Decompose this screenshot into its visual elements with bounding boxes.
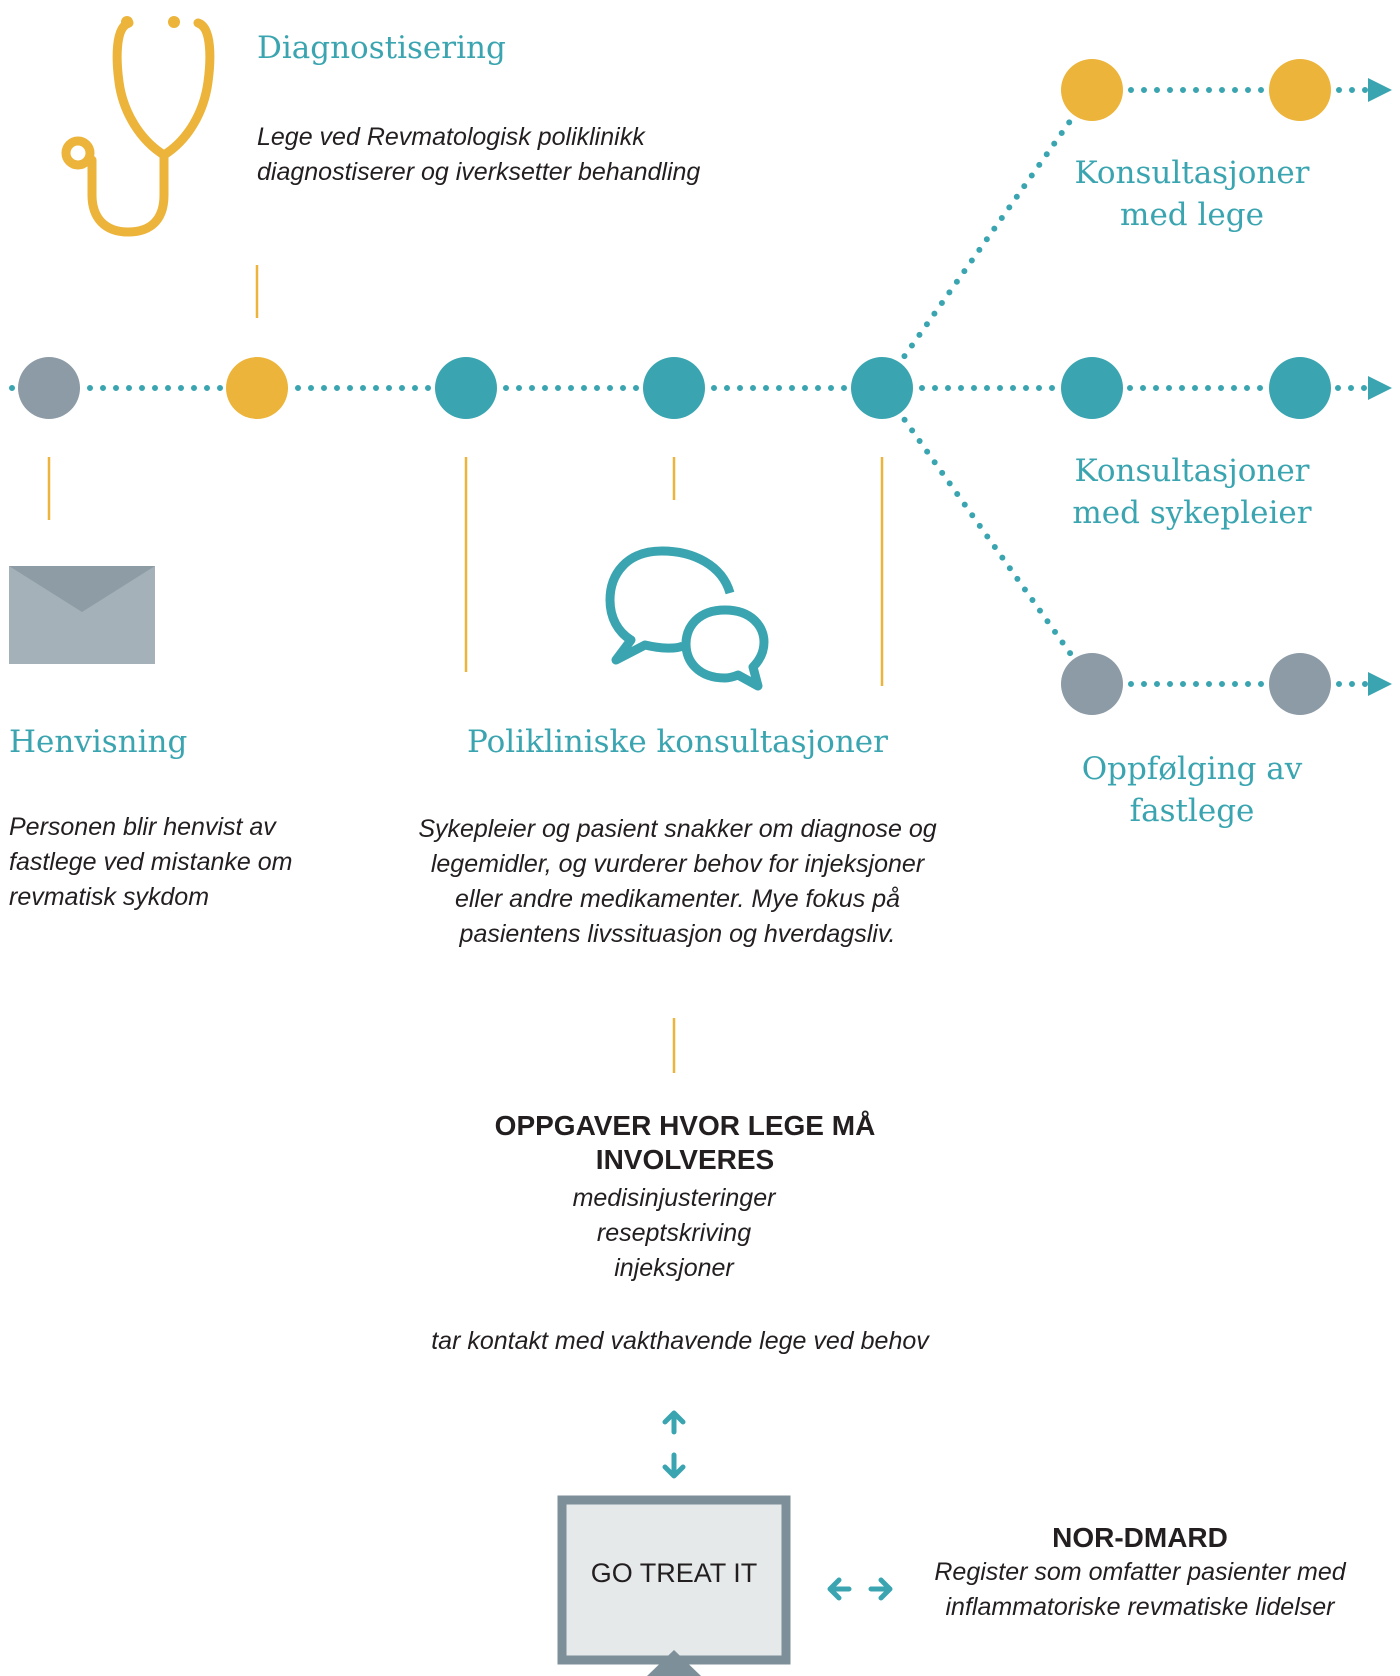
node-referral — [18, 357, 80, 419]
vertical-double-arrow-icon — [662, 1410, 686, 1479]
monitor-screen-label: GO TREAT IT — [590, 1558, 758, 1588]
doctor-tasks-item: reseptskriving — [596, 1219, 752, 1247]
arrowhead-nurse — [1368, 376, 1392, 400]
branch-label-gp: Oppfølging av fastlege — [1081, 751, 1303, 829]
branch-label-doctor: Konsultasjoner med lege — [1074, 155, 1310, 233]
doctor-tasks-heading: OPPGAVER HVOR LEGE MÅ INVOLVERES — [494, 1110, 876, 1175]
stethoscope-earpiece-right-icon — [168, 16, 180, 28]
branch-line-doctor — [879, 87, 1095, 391]
node-gp-1 — [1061, 653, 1123, 715]
diagnosis-description: Lege ved Revmatologisk poliklinikk diagn… — [257, 123, 701, 186]
referral-description: Personen blir henvist av fastlege ved mi… — [9, 813, 293, 911]
stethoscope-icon — [61, 18, 215, 237]
registry-title: NOR-DMARD — [1052, 1522, 1228, 1553]
registry-description: Register som omfatter pasienter med infl… — [934, 1558, 1346, 1621]
doctor-contact-note: tar kontakt med vakthavende lege ved beh… — [431, 1327, 929, 1355]
node-consultation-2 — [643, 357, 705, 419]
branch-label-nurse: Konsultasjoner med sykepleier — [1072, 453, 1312, 531]
outpatient-title: Polikliniske konsultasjoner — [467, 724, 888, 760]
node-doctor-2 — [1269, 59, 1331, 121]
node-doctor-1 — [1061, 59, 1123, 121]
referral-title: Henvisning — [9, 724, 188, 760]
monitor-icon — [557, 1495, 791, 1676]
node-consultation-1 — [435, 357, 497, 419]
doctor-tasks-item: injeksjoner — [614, 1254, 734, 1282]
node-nurse-2 — [1269, 357, 1331, 419]
stethoscope-earpiece-left-icon — [121, 16, 133, 28]
horizontal-double-arrow-icon — [827, 1577, 893, 1601]
arrowhead-gp — [1368, 672, 1392, 696]
arrowhead-doctor — [1368, 78, 1392, 102]
doctor-tasks-item: medisinjusteringer — [572, 1184, 776, 1212]
node-consultation-3 — [851, 357, 913, 419]
branch-line-gp — [879, 385, 1095, 687]
outpatient-description: Sykepleier og pasient snakker om diagnos… — [418, 815, 937, 948]
envelope-icon — [9, 566, 155, 664]
node-nurse-1 — [1061, 357, 1123, 419]
node-gp-2 — [1269, 653, 1331, 715]
node-diagnosis — [226, 357, 288, 419]
chat-bubbles-icon — [605, 546, 769, 691]
diagnosis-title: Diagnostisering — [257, 30, 506, 66]
